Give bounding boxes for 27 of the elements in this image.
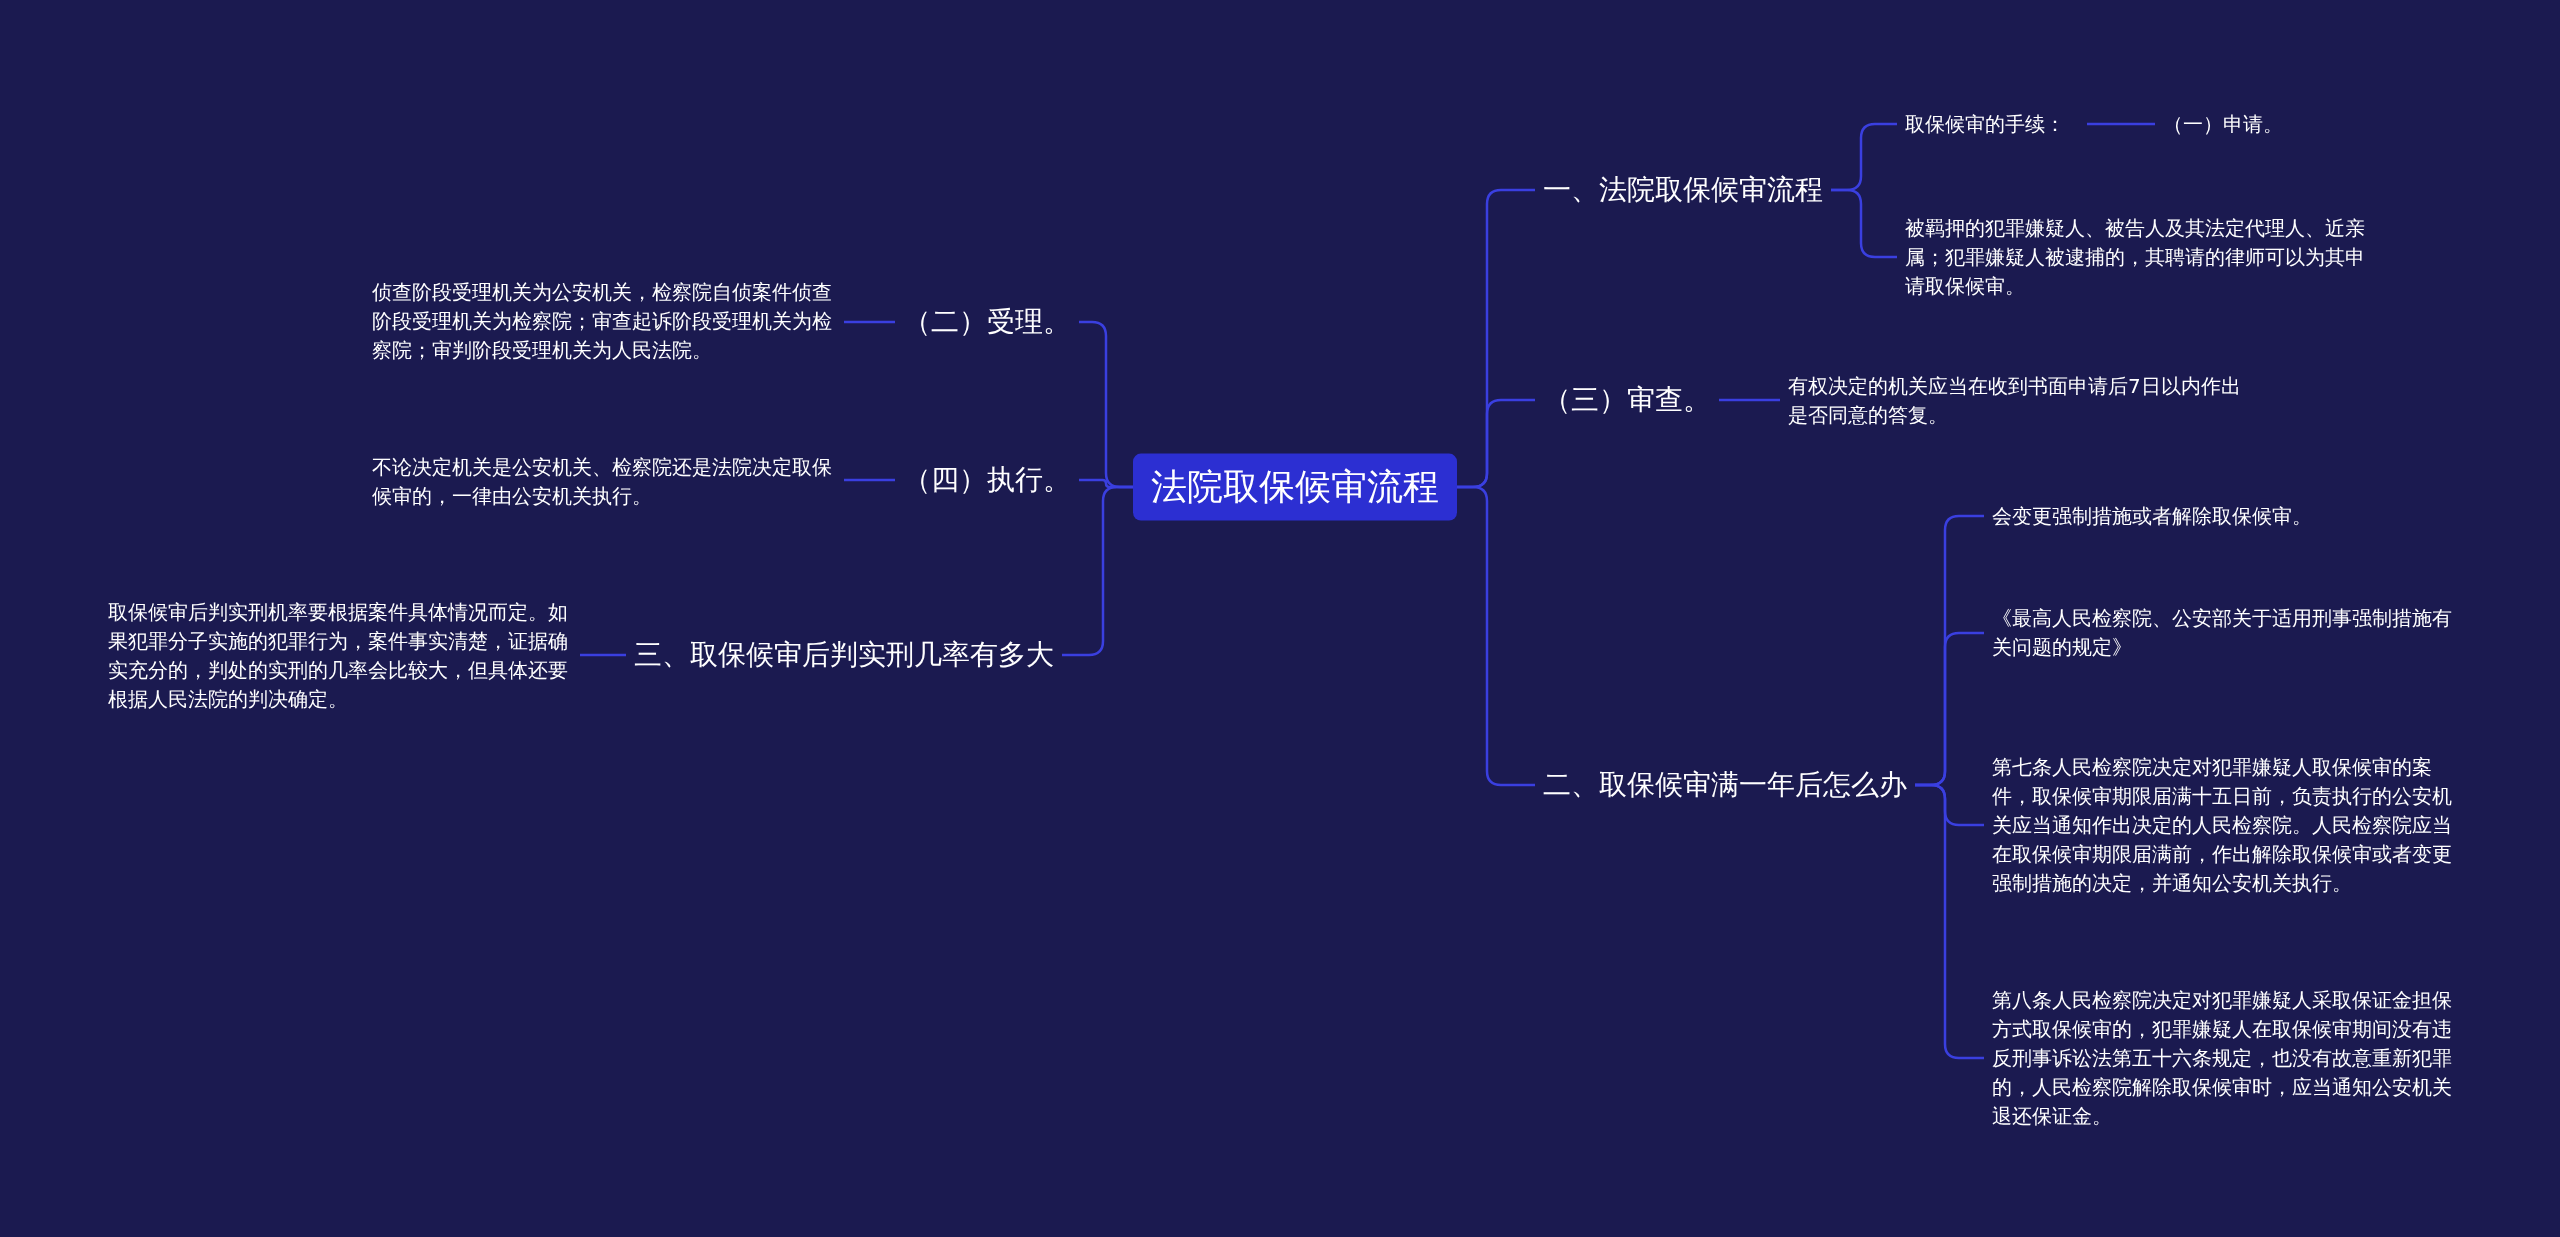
leaf-text: 被羁押的犯罪嫌疑人、被告人及其法定代理人、近亲属；犯罪嫌疑人被逮捕的，其聘请的律师可以为其申请取保候审。 bbox=[1897, 211, 2377, 303]
connector-line bbox=[2087, 122, 2155, 126]
branch-topic: 三、取保候审后判实刑几率有多大 bbox=[626, 634, 1062, 676]
connector-line bbox=[580, 653, 626, 657]
branch-topic: （四）执行。 bbox=[895, 459, 1079, 501]
connector-line bbox=[1457, 485, 1535, 787]
branch-topic: 二、取保候审满一年后怎么办 bbox=[1535, 764, 1915, 806]
leaf-text: 《最高人民检察院、公安部关于适用刑事强制措施有关问题的规定》 bbox=[1984, 602, 2464, 664]
connector-line bbox=[1062, 485, 1133, 657]
leaf-text: 会变更强制措施或者解除取保候审。 bbox=[1984, 499, 2464, 533]
leaf-text: 第八条人民检察院决定对犯罪嫌疑人采取保证金担保方式取保候审的，犯罪嫌疑人在取保候审期间没有违反刑事诉讼法第五十六条规定，也没有故意重新犯罪的，人民检察院解除取保候审时，应当通知公安机关退还保证金。 bbox=[1984, 983, 2464, 1133]
branch-topic: （二）受理。 bbox=[895, 301, 1079, 343]
leaf-text: 取保候审的手续： bbox=[1897, 107, 2087, 141]
leaf-text: 有权决定的机关应当在收到书面申请后7日以内作出是否同意的答复。 bbox=[1780, 370, 2250, 432]
leaf-text: 取保候审后判实刑机率要根据案件具体情况而定。如果犯罪分子实施的犯罪行为，案件事实清楚，证据确实充分的，判处的实刑的几率会比较大，但具体还要根据人民法院的判决确定。 bbox=[100, 596, 580, 716]
leaf-text: （一）申请。 bbox=[2155, 107, 2295, 141]
connector-line bbox=[1719, 398, 1780, 402]
connector-line bbox=[1831, 188, 1897, 259]
leaf-text: 不论决定机关是公安机关、检察院还是法院决定取保候审的，一律由公安机关执行。 bbox=[364, 451, 844, 513]
leaf-text: 侦查阶段受理机关为公安机关，检察院自侦案件侦查阶段受理机关为检察院；审查起诉阶段受理机关为检察院；审判阶段受理机关为人民法院。 bbox=[364, 275, 844, 367]
branch-topic: 一、法院取保候审流程 bbox=[1535, 169, 1831, 211]
connector-line bbox=[1915, 783, 1984, 1060]
root-topic: 法院取保候审流程 bbox=[1133, 453, 1457, 521]
connector-line bbox=[844, 320, 895, 324]
leaf-text: 第七条人民检察院决定对犯罪嫌疑人取保候审的案件，取保候审期限届满十五日前，负责执行的公安机关应当通知作出决定的人民检察院。人民检察院应当在取保候审期限届满前，作出解除取保候审或者变更强制措施的决定，并通知公安机关执行。 bbox=[1984, 750, 2464, 900]
branch-topic: （三）审查。 bbox=[1535, 379, 1719, 421]
connector-line bbox=[844, 478, 895, 482]
